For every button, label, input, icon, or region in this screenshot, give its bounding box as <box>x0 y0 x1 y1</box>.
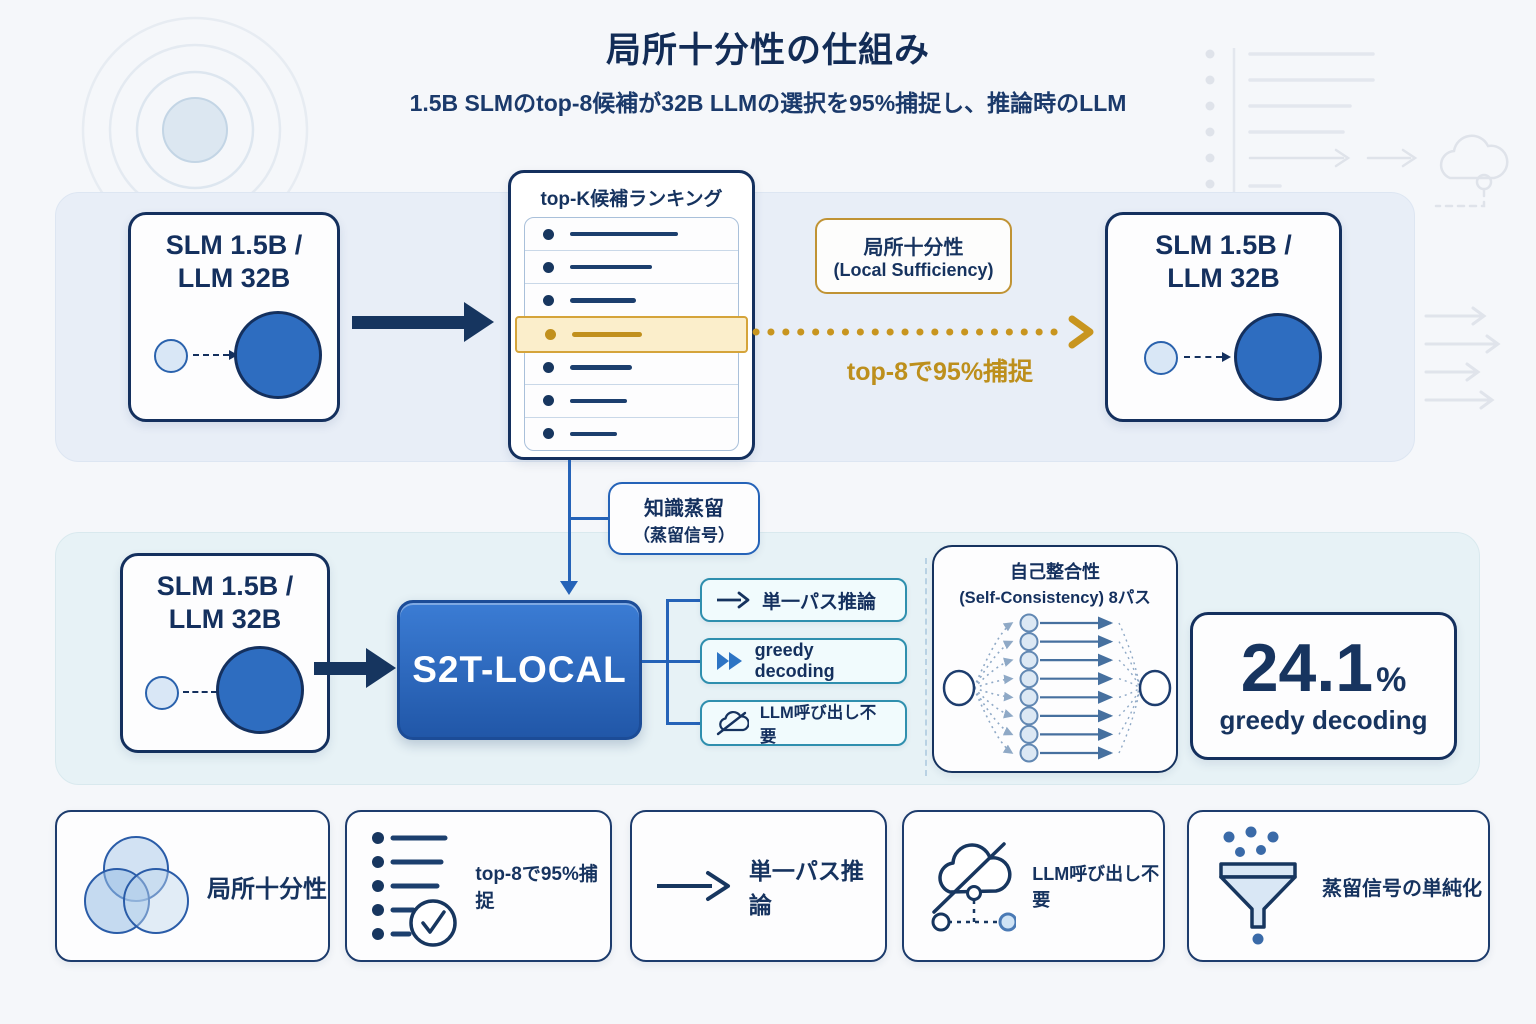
single-pass-arrow-icon <box>717 591 750 609</box>
feature-label: LLM呼び出し不要 <box>759 704 877 746</box>
capture-rate-label: top-8で95%捕捉 <box>846 358 1034 386</box>
distill-dashed-arrow-icon <box>193 350 238 360</box>
ranking-row <box>525 385 738 418</box>
feature-pill-greedy-decoding: greedy decoding <box>700 638 907 684</box>
legend-label: 蒸留信号の単純化 <box>1322 877 1482 900</box>
distill-dashed-arrow-icon <box>1184 352 1231 362</box>
topk-ranking-box: top-K候補ランキング <box>508 170 755 460</box>
page-title: 局所十分性の仕組み <box>605 31 930 70</box>
model-label: SLM 1.5B /LLM 32B <box>1155 230 1292 293</box>
slm-circle-icon <box>1144 341 1178 375</box>
model-box-top-left: SLM 1.5B /LLM 32B <box>128 212 340 422</box>
flow-arrow-to-s2t <box>314 648 396 688</box>
arrow-icon <box>657 871 730 901</box>
cloud-off-icon <box>716 710 749 736</box>
ranking-rows <box>515 217 748 451</box>
s2t-local-label: S2T-LOCAL <box>412 649 627 690</box>
feature-pill-no-llm-call: LLM呼び出し不要 <box>700 700 907 746</box>
legend-no-llm-call: LLM呼び出し不要 <box>902 810 1165 962</box>
pill-connector-left <box>642 660 668 663</box>
distill-branch-line <box>570 517 608 520</box>
self-consistency-diagram <box>941 613 1173 768</box>
pill-connector-stub-2 <box>666 660 700 663</box>
legend-single-pass: 単一パス推論 <box>630 810 887 962</box>
legend-top8-capture: top-8で95%捕捉 <box>345 810 612 962</box>
ranking-row <box>525 218 738 252</box>
model-box-top-right: SLM 1.5B /LLM 32B <box>1105 212 1342 422</box>
ranking-row <box>525 251 738 285</box>
funnel-icon <box>1219 826 1297 944</box>
flow-arrow-to-ranking <box>352 302 494 342</box>
page-subtitle: 1.5B SLMのtop-8候補が32B LLMの選択を95%捕捉し、推論時のL… <box>409 90 1127 116</box>
feature-label: 単一パス推論 <box>762 591 877 613</box>
checklist-icon <box>372 832 457 947</box>
self-consistency-title: 自己整合性 <box>1010 562 1100 582</box>
ranking-row <box>525 352 738 385</box>
slm-circle-icon <box>154 339 188 373</box>
legend-distill-simplify: 蒸留信号の単純化 <box>1187 810 1490 962</box>
venn-icon <box>84 836 189 934</box>
distill-connector-arrowhead <box>560 581 578 595</box>
cloud-off-icon <box>931 842 1017 932</box>
faded-arrows-decoration <box>1424 306 1501 410</box>
llm-circle-icon <box>1234 313 1322 401</box>
local-sufficiency-jp: 局所十分性 <box>863 237 964 259</box>
local-sufficiency-en: (Local Sufficiency) <box>833 260 994 280</box>
stat-label: greedy decoding <box>1219 704 1428 735</box>
legend-label: top-8で95%捕捉 <box>475 864 598 912</box>
feature-label: greedy decoding <box>754 640 835 681</box>
knowledge-distillation-label-box: 知識蒸留 （蒸留信号） <box>608 482 760 555</box>
local-sufficiency-label-box: 局所十分性 (Local Sufficiency) <box>815 218 1012 294</box>
pill-connector-stub-1 <box>666 599 700 602</box>
distillation-line2: （蒸留信号） <box>633 525 735 545</box>
stat-value: 24.1 <box>1240 630 1374 707</box>
section-divider-dashed <box>925 558 927 776</box>
distill-dashed-arrow-icon <box>183 687 226 697</box>
legend-label: LLM呼び出し不要 <box>1032 864 1160 910</box>
ranking-row <box>525 284 738 318</box>
distill-connector-line <box>568 460 571 582</box>
topk-ranking-title: top-K候補ランキング <box>540 189 723 210</box>
self-consistency-box: 自己整合性 (Self-Consistency) 8パス <box>932 545 1178 773</box>
legend-label: 単一パス推論 <box>748 858 864 918</box>
ranking-row-highlighted <box>515 316 748 353</box>
s2t-local-box: S2T-LOCAL <box>397 600 642 740</box>
model-label: SLM 1.5B /LLM 32B <box>156 571 294 634</box>
fast-forward-icon <box>717 652 742 670</box>
distillation-line1: 知識蒸留 <box>644 497 724 520</box>
slm-circle-icon <box>145 676 179 710</box>
legend-label: 局所十分性 <box>207 875 327 903</box>
model-box-main: SLM 1.5B /LLM 32B <box>120 553 330 753</box>
legend-local-sufficiency: 局所十分性 <box>55 810 330 962</box>
llm-circle-icon <box>216 646 304 734</box>
llm-circle-icon <box>234 311 322 399</box>
gold-dotted-arrow-icon <box>752 315 1094 349</box>
stat-box: 24.1 % greedy decoding <box>1190 612 1457 760</box>
stat-unit: % <box>1376 661 1407 700</box>
feature-pill-single-pass: 単一パス推論 <box>700 578 907 622</box>
self-consistency-subtitle: (Self-Consistency) 8パス <box>959 589 1151 607</box>
ranking-row <box>525 418 738 450</box>
model-label: SLM 1.5B /LLM 32B <box>165 230 303 293</box>
pill-connector-stub-3 <box>666 722 700 725</box>
